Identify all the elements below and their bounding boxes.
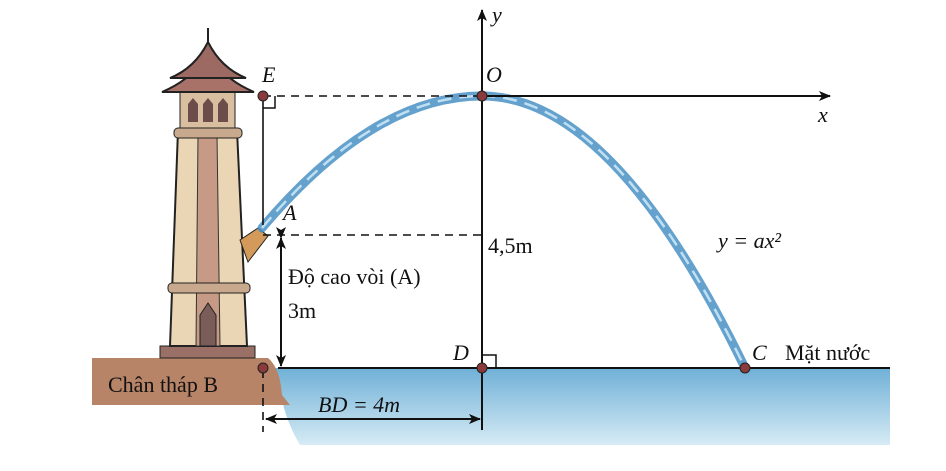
label-O: O <box>486 62 502 87</box>
point-E <box>257 90 269 102</box>
water-body <box>275 368 890 445</box>
ground <box>92 358 290 405</box>
equation-label: y = ax² <box>716 228 781 253</box>
point-D <box>476 362 488 374</box>
height-od-label: 4,5m <box>488 233 533 258</box>
point-B <box>257 362 269 374</box>
point-O <box>476 90 488 102</box>
label-A: A <box>281 200 297 225</box>
water-jet <box>257 91 750 373</box>
water-surface-label: Mặt nước <box>785 340 870 365</box>
nozzle-height-value: 3m <box>288 298 316 323</box>
label-C: C <box>752 340 767 365</box>
bd-label: BD = 4m <box>318 392 400 417</box>
nozzle-height-label: Độ cao vòi (A) <box>288 264 421 289</box>
tower-base-label: Chân tháp B <box>108 372 218 397</box>
tower <box>159 28 269 359</box>
y-axis-label: y <box>490 2 502 27</box>
point-C <box>739 362 751 374</box>
label-E: E <box>261 62 276 87</box>
label-D: D <box>452 340 469 365</box>
x-axis-label: x <box>817 102 828 127</box>
